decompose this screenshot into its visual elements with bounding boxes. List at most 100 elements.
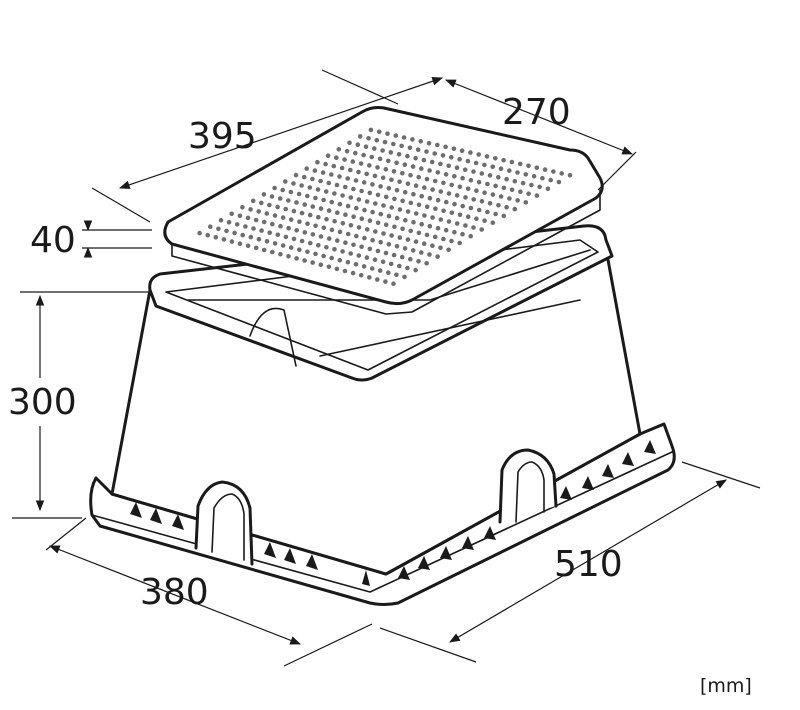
lid-hole [321,253,326,259]
lid-hole [286,225,291,231]
lid-hole [449,155,454,160]
lid-hole [329,172,334,177]
lid-hole [402,190,408,195]
lid-hole [299,238,305,244]
lid-hole [253,217,259,223]
lid-hole [479,171,485,176]
lid-hole [402,274,407,280]
lid-hole [482,162,487,168]
lid-hole [334,266,340,272]
lid-hole [364,199,370,204]
lid-hole [294,200,299,205]
lid-hole [376,129,382,135]
lid-hole [272,185,277,191]
lid-hole [296,191,302,197]
lid-hole [286,198,291,203]
lid-hole [336,147,342,152]
lid-hole [430,187,435,192]
lid-hole [294,228,300,233]
lid-hole [363,144,369,149]
lid-hole [389,205,395,210]
lid-hole [397,179,402,184]
lid-hole [460,175,465,181]
lid-hole [250,198,256,204]
lid-hole [237,241,243,246]
lid-hole [359,188,364,194]
lid-hole [496,175,501,180]
lid-hole [493,211,498,217]
lid-hole [375,165,380,170]
lid-hole [375,248,381,254]
lid-hole [424,149,429,154]
lid-hole [498,194,504,199]
lid-hole [424,261,429,266]
lid-hole [416,259,421,264]
lid-hole [487,201,493,206]
lid-hole [463,223,468,228]
lid-hole [267,230,273,235]
lid-hole [302,258,307,263]
lid-hole [400,198,405,204]
lid-hole [471,197,477,202]
lid-hole [413,239,419,244]
lid-hole [462,167,468,172]
lid-hole [367,275,372,280]
lid-hole [386,242,392,247]
lid-hole [229,211,234,217]
lid-hole [342,268,348,274]
lid-hole [438,245,443,251]
lid-hole [310,204,316,209]
lid-hole [321,197,326,203]
lid-hole [408,228,414,234]
perforated-lid [163,106,604,315]
lid-hole [277,196,283,201]
lid-hole [345,231,351,237]
lid-hole [444,199,449,205]
lid-hole [253,245,259,251]
lid-hole [355,142,361,147]
lid-hole [383,279,388,284]
lid-hole [394,188,400,193]
lid-hole [504,204,509,210]
lid-hole [559,171,564,176]
lid-hole [240,205,245,210]
lid-hole [410,164,416,169]
lid-hole [415,147,421,152]
lid-hole [446,191,452,196]
lid-hole [476,179,482,185]
lid-hole [370,209,375,215]
lid-hole [515,170,520,175]
lid-hole [400,226,405,232]
lid-hole [229,239,235,244]
lid-hole [507,168,512,173]
lid-hole [197,230,202,236]
lid-hole [293,172,299,178]
lid-hole [380,175,386,181]
lid-hole [408,256,413,262]
lid-hole [465,186,471,192]
lid-hole [361,152,366,158]
lid-hole [359,244,364,250]
lid-hole [419,193,425,199]
lid-hole [443,172,449,177]
lid-hole [368,127,374,133]
lid-hole [353,150,358,156]
lid-hole [501,213,507,219]
lid-hole [302,202,308,207]
lid-hole [392,224,397,230]
lid-hole [329,227,335,233]
lid-hole [400,170,405,176]
lid-hole [523,200,529,205]
lid-hole [213,235,219,240]
lid-hole [449,210,455,216]
lid-hole [337,174,342,179]
lid-hole [313,251,318,257]
lid-hole [490,192,496,197]
lid-hole [463,195,468,200]
lid-hole [440,153,446,158]
lid-hole [342,184,348,190]
lid-hole [307,240,313,246]
lid-hole [551,169,556,174]
lid-hole [359,216,365,221]
lid-hole [520,180,526,186]
